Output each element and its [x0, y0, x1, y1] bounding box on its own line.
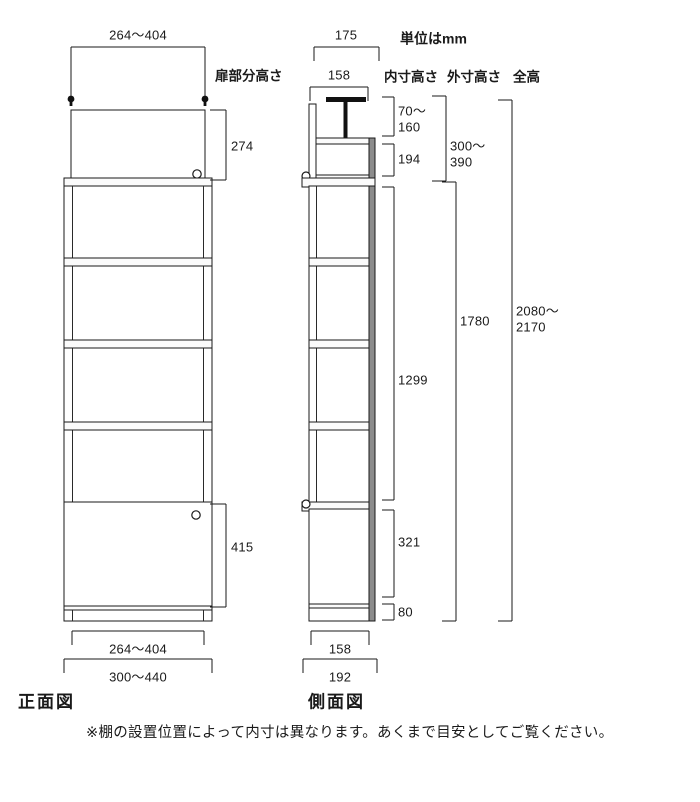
side-adjuster-height-dimension: 70〜 160 [382, 96, 426, 137]
side-lower-door-knob-icon [301, 499, 311, 509]
outer-height-header-label: 外寸高さ [447, 69, 501, 85]
side-bottom-inner-depth-value: 158 [329, 641, 351, 656]
side-base-height-dimension: 80 [382, 603, 413, 621]
front-lower-door-height-value: 415 [231, 539, 253, 554]
side-upper-left-board [308, 103, 317, 183]
unit-note-label: 単位はmm [400, 31, 467, 47]
front-bottom-outer-width-value: 300〜440 [109, 669, 167, 684]
side-view-caption: 側面図 [307, 691, 365, 711]
side-adjuster-height-line1: 70〜 [398, 103, 426, 118]
total-height-header-label: 全高 [512, 69, 540, 85]
front-top-width-dimension: 264〜404 [67, 27, 209, 106]
front-bottom-outer-width-dimension: 300〜440 [63, 658, 213, 684]
side-inner-depth-dimension: 158 [309, 67, 369, 101]
footnote-text: ※棚の設置位置によって内寸は異なります。あくまで目安としてご覧ください。 [86, 724, 613, 741]
side-base-plinth [308, 607, 370, 622]
front-top-width-value: 264〜404 [109, 27, 167, 42]
front-274-dimension: 274 [210, 109, 253, 181]
side-shelf-1 [308, 257, 370, 267]
side-bottom-inner-depth-dimension: 158 [310, 630, 370, 656]
front-lower-door-panel [63, 501, 213, 609]
front-bottom-inner-width-dimension: 264〜404 [71, 630, 205, 656]
side-view-group: 175 158 [301, 27, 559, 711]
side-bottom-outer-depth-value: 192 [329, 669, 351, 684]
front-upper-door-knob-icon [192, 169, 202, 179]
side-shelf-3 [308, 421, 370, 431]
side-upper-total-line1: 300〜 [450, 138, 486, 153]
side-outer-height-dimension: 1780 [442, 181, 490, 622]
side-bottom-outer-depth-dimension: 192 [302, 658, 378, 684]
side-upper-total-line2: 390 [450, 154, 472, 169]
side-upper-total-dimension: 300〜 390 [432, 95, 486, 182]
side-back-panel-main [368, 185, 376, 622]
front-view-group: 264〜404 274 415 [18, 27, 253, 711]
side-pole-top-plate [326, 97, 366, 102]
door-height-header-label: 扉部分高さ [215, 68, 283, 84]
side-lower-inner-dimension: 321 [382, 509, 420, 598]
side-middle-inner-dimension: 1299 [382, 186, 428, 501]
side-lower-door-body [308, 508, 370, 609]
front-shelf-1 [63, 257, 213, 267]
side-shelf-2 [308, 339, 370, 349]
front-bottom-inner-width-value: 264〜404 [109, 641, 167, 656]
front-shelf-3 [63, 421, 213, 431]
side-total-height-dimension: 2080〜 2170 [498, 99, 559, 622]
side-inner-depth-value: 158 [328, 67, 350, 82]
front-shelf-2 [63, 339, 213, 349]
front-upper-door-panel [70, 109, 206, 183]
front-base-plinth [63, 609, 213, 622]
front-415-dimension: 415 [210, 503, 253, 608]
front-lower-door-knob-icon [191, 510, 201, 520]
side-outer-depth-value: 175 [335, 27, 357, 42]
side-upper-box-inner-dimension: 194 [382, 143, 420, 177]
side-pole-shaft [343, 102, 348, 139]
side-lower-inner-value: 321 [398, 534, 420, 549]
side-total-height-line2: 2170 [516, 319, 546, 334]
side-base-height-value: 80 [398, 604, 413, 619]
front-upper-door-height-value: 274 [231, 138, 253, 153]
inner-height-header-label: 内寸高さ [384, 69, 438, 85]
side-upper-box-inner-value: 194 [398, 151, 420, 166]
side-outer-depth-dimension: 175 [313, 27, 380, 61]
front-view-caption: 正面図 [18, 692, 75, 711]
side-total-height-line1: 2080〜 [516, 303, 559, 318]
side-outer-height-value: 1780 [460, 313, 490, 328]
side-middle-inner-value: 1299 [398, 372, 428, 387]
side-back-panel-upper [368, 137, 376, 183]
side-tension-pole-assembly [326, 97, 366, 139]
side-adjuster-height-line2: 160 [398, 119, 420, 134]
